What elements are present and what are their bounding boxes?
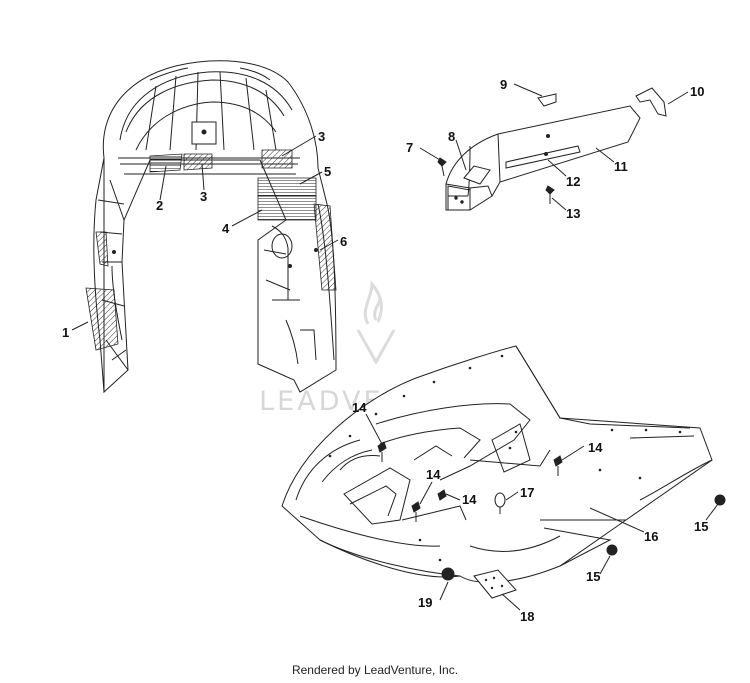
bellypan-fasteners <box>377 441 726 599</box>
decal-2 <box>149 153 183 173</box>
decal-side-left <box>95 231 109 267</box>
grommet-19 <box>441 567 455 581</box>
callout-10: 10 <box>690 84 704 99</box>
callout-8: 8 <box>448 129 455 144</box>
clip-17 <box>494 492 506 508</box>
callout-14-a: 14 <box>352 400 367 415</box>
flap-leader-lines <box>419 83 689 211</box>
hood-leader-lines <box>71 135 339 331</box>
callout-3-a: 3 <box>200 189 207 204</box>
grommet-15-b <box>606 544 618 556</box>
callout-14-c: 14 <box>426 467 441 482</box>
rivet-14-d <box>553 455 563 467</box>
callout-3-b: 3 <box>318 129 325 144</box>
hood-decals <box>85 149 337 351</box>
decal-8 <box>463 165 491 185</box>
rivet-14-b <box>411 501 421 513</box>
callout-15-a: 15 <box>694 519 708 534</box>
callout-12: 12 <box>566 174 580 189</box>
bellypan-leader-lines <box>365 413 719 611</box>
callout-19: 19 <box>418 595 432 610</box>
callout-16: 16 <box>644 529 658 544</box>
rivet-14-c <box>437 489 447 501</box>
decal-5 <box>257 177 317 197</box>
decal-3-left <box>183 153 213 171</box>
callout-4: 4 <box>222 221 230 236</box>
callout-15-b: 15 <box>586 569 600 584</box>
callout-11: 11 <box>614 159 628 174</box>
bellypan-assembly <box>281 345 713 583</box>
callout-6: 6 <box>340 234 347 249</box>
hook-10 <box>635 87 667 117</box>
callout-2: 2 <box>156 198 163 213</box>
callout-7: 7 <box>406 140 413 155</box>
callout-14-b: 14 <box>588 440 603 455</box>
callout-18: 18 <box>520 609 534 624</box>
rivet-13 <box>545 185 555 195</box>
callout-14-d: 14 <box>462 492 477 507</box>
snowflap-assembly <box>437 87 667 211</box>
callout-5: 5 <box>324 164 331 179</box>
callout-13: 13 <box>566 206 580 221</box>
callout-1: 1 <box>62 325 69 340</box>
callout-9: 9 <box>500 77 507 92</box>
callout-17: 17 <box>520 485 534 500</box>
decal-1 <box>85 287 119 351</box>
plate-18 <box>473 569 517 599</box>
footer-credit: Rendered by LeadVenture, Inc. <box>291 663 459 677</box>
clip-9 <box>537 93 557 107</box>
decal-4 <box>257 195 317 221</box>
callout-labels: 1 2 3 3 5 4 6 9 10 7 8 11 12 13 14 14 14… <box>62 77 708 624</box>
hood-assembly <box>93 60 337 394</box>
watermark-logo-icon <box>356 279 396 366</box>
grommet-15-a <box>714 494 726 506</box>
